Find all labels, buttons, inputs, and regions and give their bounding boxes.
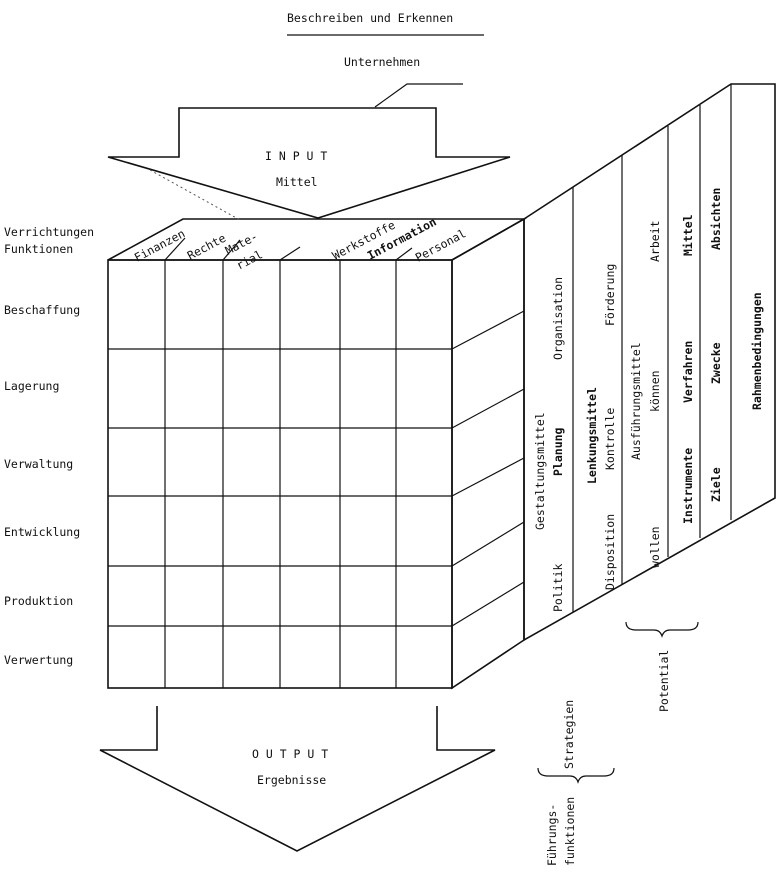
side-grid-rows <box>451 310 525 627</box>
row-label-verwaltung: Verwaltung <box>4 457 73 471</box>
panel5-absichten: Absichten <box>709 188 723 250</box>
diagram-title: Beschreiben und Erkennen <box>287 11 453 25</box>
strategy-panel-dividers <box>572 84 732 612</box>
panel3-arbeit: Arbeit <box>648 220 662 262</box>
fuehrung-label-line2: funktionen <box>563 797 577 866</box>
potential-bracket <box>625 621 699 638</box>
panel3-ausfuehrungsmittel: Ausführungsmittel <box>629 342 643 460</box>
column-label-rechte: Rechte <box>185 231 228 263</box>
panel2-lenkungsmittel: Lenkungsmittel <box>585 387 599 484</box>
panel5-ziele: Ziele <box>709 467 723 502</box>
panel4-instrumente: Instrumente <box>681 448 695 524</box>
panel5-zwecke: Zwecke <box>709 342 723 384</box>
output-heading: O U T P U T <box>252 747 328 761</box>
fuehrung-label-line1: Führungs- <box>545 804 559 866</box>
panel1-organisation: Organisation <box>551 277 565 360</box>
output-subheading: Ergebnisse <box>257 773 326 787</box>
unternehmen-leader <box>374 83 463 108</box>
row-label-verwertung: Verwertung <box>4 653 73 667</box>
panel4-verfahren: Verfahren <box>681 341 695 403</box>
strategien-label: Strategien <box>562 700 576 769</box>
panel2-foerderung: Förderung <box>603 264 617 326</box>
front-grid-rows <box>108 348 452 627</box>
input-flow-dots <box>149 169 241 221</box>
input-arrow <box>107 107 511 219</box>
row-label-produktion: Produktion <box>4 594 73 608</box>
panel3-koennen: können <box>648 370 662 412</box>
strategy-panel <box>523 83 776 642</box>
panel1-gestaltungsmittel: Gestaltungsmittel <box>533 412 547 530</box>
potential-label: Potential <box>657 650 671 712</box>
panel2-disposition: Disposition <box>603 514 617 590</box>
top-grid-columns <box>164 237 413 261</box>
row-label-beschaffung: Beschaffung <box>4 303 80 317</box>
row-label-entwicklung: Entwicklung <box>4 525 80 539</box>
strategien-bracket <box>537 767 615 784</box>
panel4-mittel: Mittel <box>681 214 695 256</box>
panel1-politik: Politik <box>551 563 565 612</box>
row-label-lagerung: Lagerung <box>4 379 59 393</box>
panel2-kontrolle: Kontrolle <box>603 408 617 470</box>
functions-header-line2: Funktionen <box>4 242 73 256</box>
front-grid-columns <box>164 260 397 688</box>
panel1-planung: Planung <box>551 427 565 476</box>
unternehmen-label: Unternehmen <box>344 55 420 69</box>
panel6-rahmenbedingungen: Rahmenbedingungen <box>750 292 764 410</box>
input-heading: I N P U T <box>265 149 327 163</box>
output-arrow <box>99 706 496 852</box>
cube-side-face <box>451 217 525 690</box>
input-subheading: Mittel <box>276 175 318 189</box>
functions-header-line1: Verrichtungen <box>4 225 94 239</box>
panel3-wollen: wollen <box>648 526 662 568</box>
